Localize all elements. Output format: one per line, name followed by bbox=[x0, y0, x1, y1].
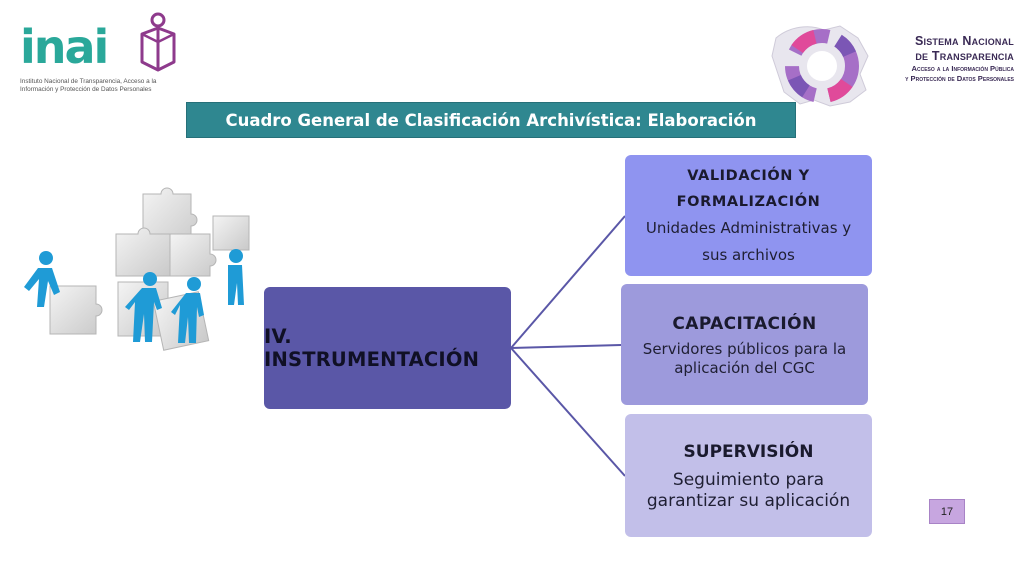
main-node: IV. INSTRUMENTACIÓN bbox=[264, 287, 511, 409]
puzzle-people-illustration bbox=[24, 187, 250, 351]
inai-emblem-icon bbox=[140, 12, 176, 72]
snt-title-line: Sistema Nacional bbox=[914, 34, 1014, 48]
branch-description: Seguimiento para bbox=[672, 469, 825, 490]
inai-caption-line: Instituto Nacional de Transparencia, Acc… bbox=[20, 78, 157, 85]
branch-description: aplicación del CGC bbox=[674, 358, 815, 377]
snt-subtitle-line: Acceso a la Información Pública bbox=[911, 64, 1014, 73]
branch-description: garantizar su aplicación bbox=[646, 490, 851, 511]
inai-caption-line: Información y Protección de Datos Person… bbox=[20, 86, 152, 93]
branch-description: Servidores públicos para la bbox=[642, 339, 847, 358]
snt-text: Sistema Nacional de Transparencia Acceso… bbox=[874, 34, 1014, 83]
slide-title: Cuadro General de Clasificación Archivís… bbox=[225, 110, 757, 130]
snt-title-line: de Transparencia bbox=[915, 49, 1014, 63]
branch-title: VALIDACIÓN Y bbox=[687, 167, 810, 184]
branch-supervision: SUPERVISIÓN Seguimiento para garantizar … bbox=[625, 414, 872, 537]
inai-caption: Instituto Nacional de Transparencia, Acc… bbox=[20, 78, 180, 94]
slide-number: 17 bbox=[929, 499, 965, 524]
snt-subtitle-line: y Protección de Datos Personales bbox=[905, 73, 1014, 83]
snt-emblem-icon bbox=[771, 25, 869, 107]
branch-capacitacion: CAPACITACIÓN Servidores públicos para la… bbox=[621, 284, 868, 405]
inai-logo: inai Instituto Nacional de Transparencia… bbox=[20, 12, 180, 98]
main-node-label: IV. INSTRUMENTACIÓN bbox=[264, 325, 480, 371]
branch-description: sus archivos bbox=[702, 245, 795, 264]
branch-title: FORMALIZACIÓN bbox=[676, 193, 821, 210]
inai-wordmark: inai bbox=[20, 20, 109, 74]
branch-validacion: VALIDACIÓN Y FORMALIZACIÓN Unidades Admi… bbox=[625, 155, 872, 276]
branch-title: SUPERVISIÓN bbox=[683, 441, 814, 462]
branch-description: Unidades Administrativas y bbox=[645, 218, 852, 237]
title-banner: Cuadro General de Clasificación Archivís… bbox=[186, 102, 796, 138]
snt-logo: Sistema Nacional de Transparencia Acceso… bbox=[770, 16, 1014, 112]
branch-title: CAPACITACIÓN bbox=[672, 313, 817, 334]
